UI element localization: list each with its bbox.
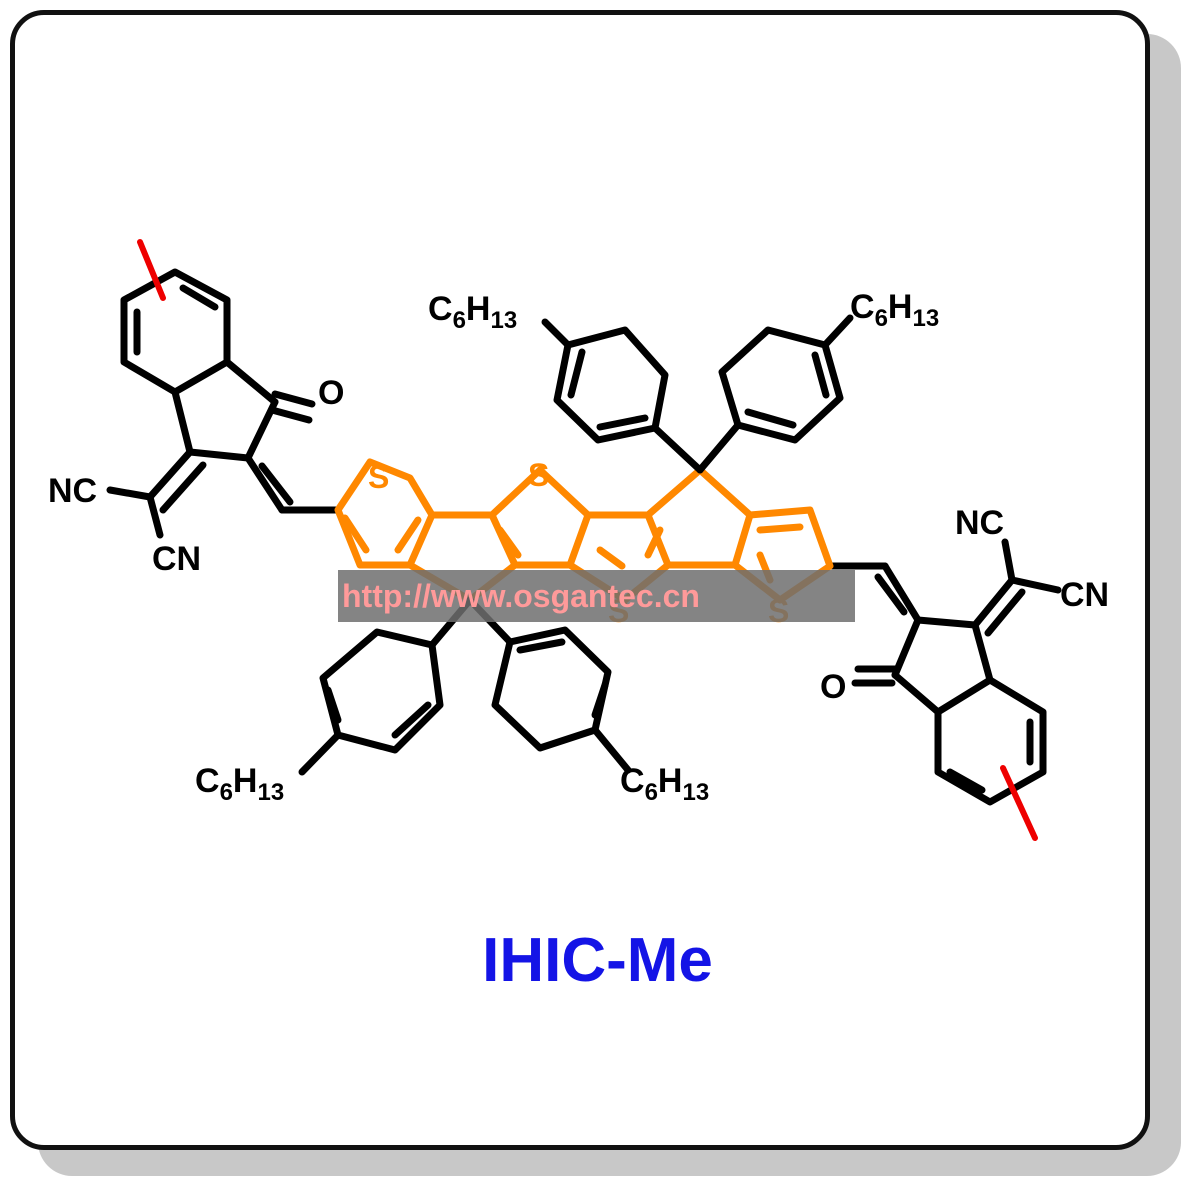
right-end-group: [826, 538, 1062, 841]
hexyl-label-bottom-right: C6H13: [620, 762, 709, 806]
sulfur-label-1: S: [368, 459, 389, 495]
hexyl-label-bottom-left: C6H13: [195, 762, 284, 806]
left-oxygen-label: O: [318, 374, 344, 412]
right-oxygen-label: O: [820, 668, 846, 706]
right-cn-label: CN: [1060, 576, 1109, 614]
watermark-text: http://www.osgantec.cn: [342, 578, 700, 614]
left-cn-label: CN: [152, 540, 201, 578]
watermark-background: [338, 570, 855, 622]
left-end-group: [106, 239, 342, 539]
hexyl-label-top-right: C6H13: [850, 288, 939, 332]
compound-name: IHIC-Me: [482, 926, 713, 995]
aryl-groups: [298, 314, 854, 776]
hexyl-label-top-left: C6H13: [428, 290, 517, 334]
sulfur-label-2: S: [528, 457, 549, 493]
right-nc-label: NC: [955, 504, 1004, 542]
left-nc-label: NC: [48, 472, 97, 510]
